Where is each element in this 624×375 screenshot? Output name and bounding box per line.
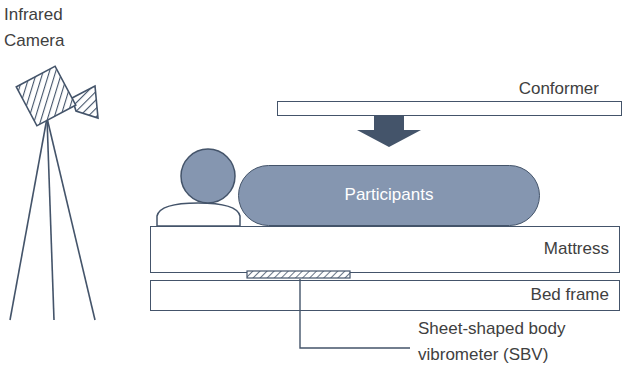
sbv-label: Sheet-shaped body vibrometer (SBV) [418, 316, 618, 369]
node-label: Mattress [544, 239, 609, 259]
part-label: Conformer [519, 79, 599, 102]
participant-body: Participants [238, 165, 540, 226]
camera-lens [72, 86, 98, 118]
tripod [10, 118, 95, 320]
conformer-plate: Conformer [277, 101, 622, 116]
bed-frame-box: Bed frame [150, 280, 620, 311]
camera-label: Infrared Camera [4, 2, 86, 55]
leader-line [300, 279, 410, 348]
node-label: Bed frame [531, 285, 609, 305]
press-arrow [357, 116, 421, 147]
node-label: Participants [345, 185, 434, 205]
head [181, 149, 235, 203]
camera-icon [16, 66, 98, 126]
camera-body [16, 66, 76, 126]
pillow [157, 203, 240, 226]
mattress-box: Mattress [150, 226, 620, 273]
sbv-sheet [247, 271, 350, 278]
